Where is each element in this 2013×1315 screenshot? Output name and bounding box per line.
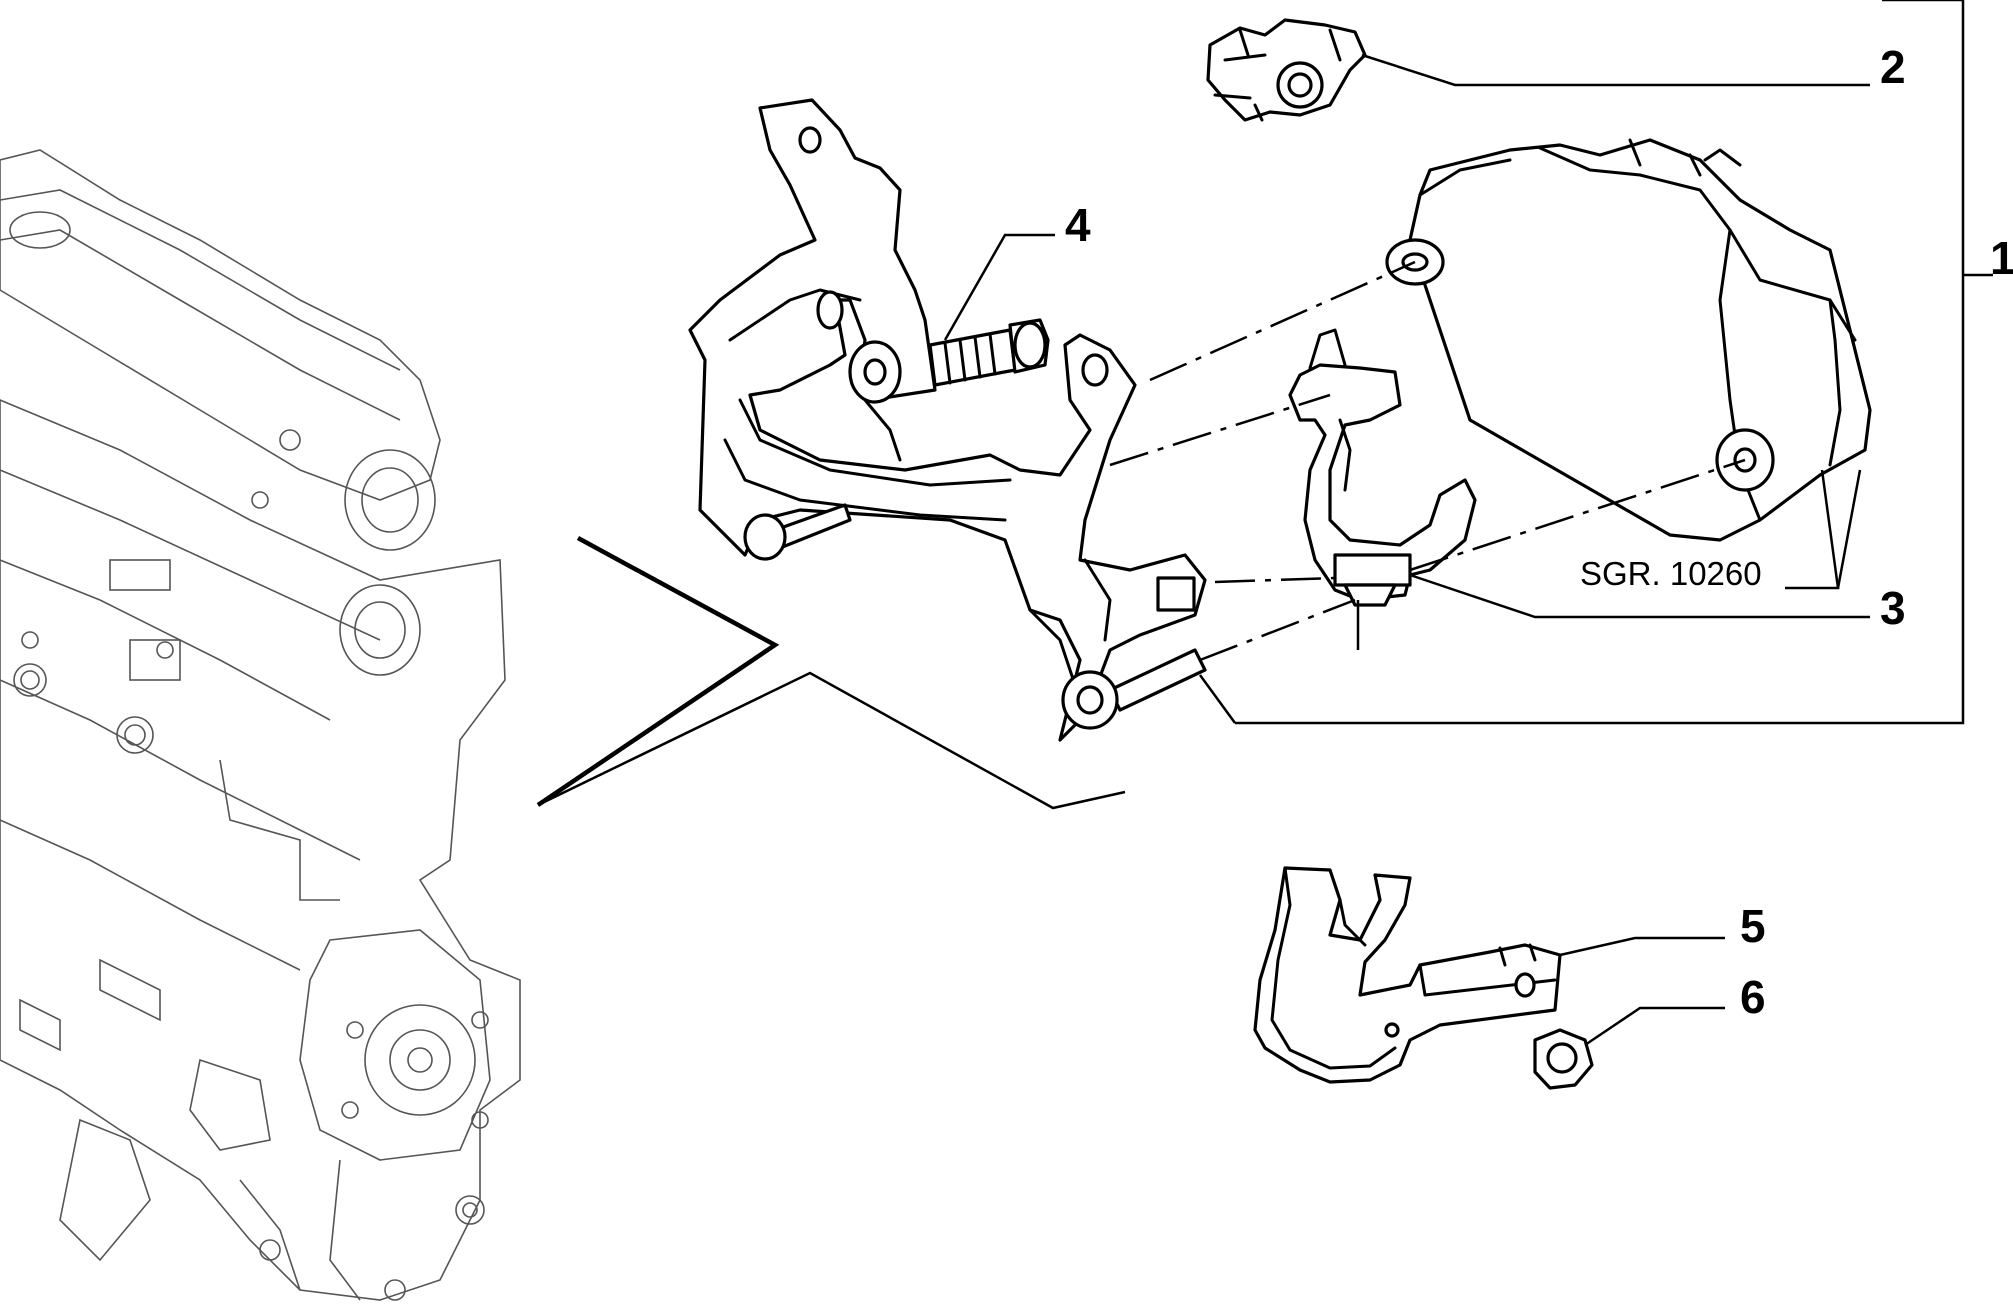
engine-block xyxy=(0,149,521,1301)
leader-2 xyxy=(1361,53,1870,87)
leader-lines xyxy=(943,0,1993,1047)
leader-3 xyxy=(1409,573,1870,619)
callout-2: 2 xyxy=(1880,41,1906,93)
callout-4: 4 xyxy=(1065,199,1091,251)
bolt-part-4 xyxy=(928,318,1050,387)
assembly-guide-lines xyxy=(536,536,1126,810)
nut-part-6 xyxy=(1533,1028,1594,1090)
callout-6: 6 xyxy=(1740,971,1766,1023)
leader-6 xyxy=(1584,1006,1725,1047)
leader-5 xyxy=(1559,936,1725,957)
control-unit-housing xyxy=(1385,138,1872,542)
leader-bracket-1 xyxy=(1235,0,1965,725)
connector-part-2 xyxy=(1206,18,1367,122)
mounting-bracket xyxy=(688,98,1207,742)
callout-1: 1 xyxy=(1990,232,2013,284)
cable-clip-part-3 xyxy=(1288,328,1477,607)
callout-3: 3 xyxy=(1880,582,1906,634)
bracket-part-5 xyxy=(1253,866,1562,1084)
callout-5: 5 xyxy=(1740,900,1766,952)
reference-note: SGR. 10260 xyxy=(1580,555,1762,592)
leader-4 xyxy=(943,233,1055,341)
